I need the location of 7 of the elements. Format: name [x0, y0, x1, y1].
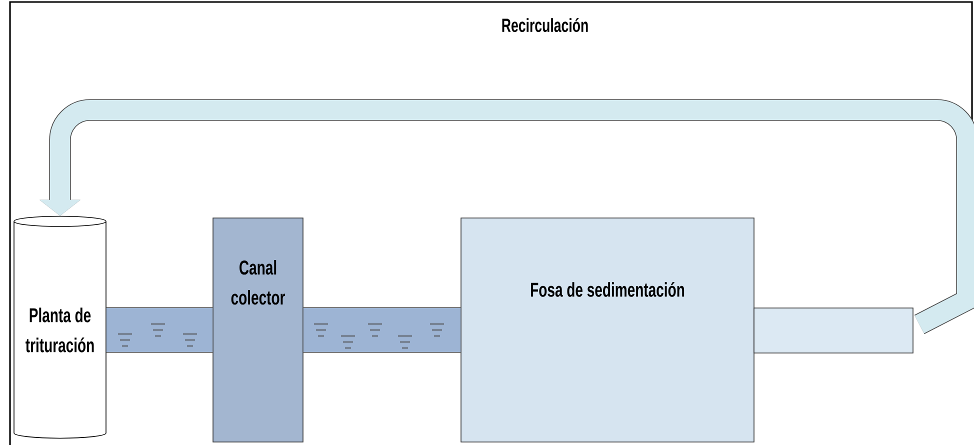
edge-label: Recirculación — [499, 16, 591, 34]
cylinder-tank: Planta de trituración — [14, 216, 106, 439]
outlet-pipe — [754, 308, 914, 354]
pipe — [106, 307, 213, 353]
pipe — [303, 307, 461, 353]
settling-tank-box: Fosa de sedimentación — [460, 218, 754, 442]
channel-box: Canal colector — [212, 218, 304, 442]
